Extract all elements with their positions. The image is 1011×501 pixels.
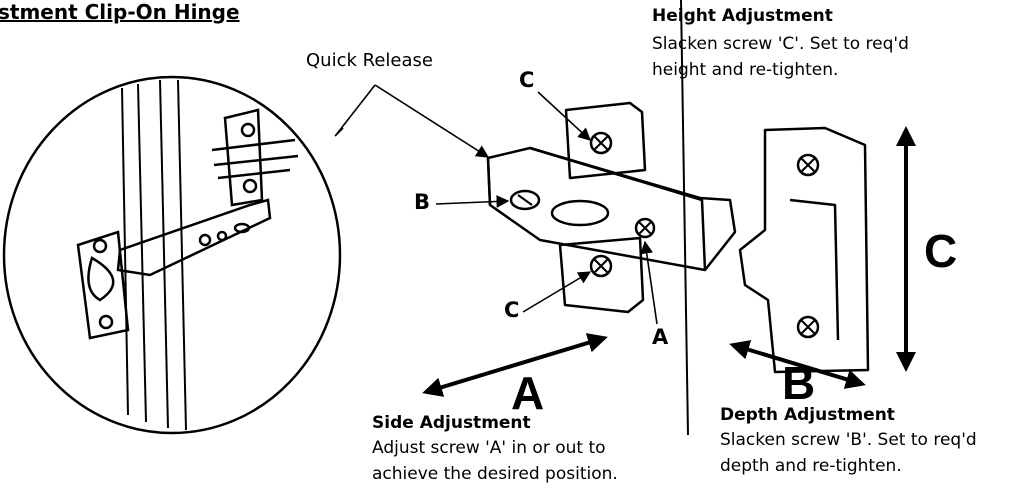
big-letter-b: B bbox=[782, 357, 816, 409]
c-top-leader bbox=[537, 91, 591, 141]
depth-adjustment-heading: Depth Adjustment bbox=[720, 405, 895, 425]
cabinet-edge-line bbox=[680, 0, 689, 436]
depth-adjustment-line1: Slacken screw 'B'. Set to req'd bbox=[720, 430, 977, 450]
b-left-leader bbox=[435, 195, 510, 208]
big-letter-a: A bbox=[511, 367, 545, 419]
callout-c-bottom: C bbox=[504, 298, 520, 322]
callout-b-left: B bbox=[414, 190, 431, 214]
height-adjustment-heading: Height Adjustment bbox=[652, 6, 833, 26]
main-hinge bbox=[486, 101, 870, 374]
quick-release-label: Quick Release bbox=[306, 50, 433, 71]
screw-crosses bbox=[517, 135, 816, 335]
a-screw-leader bbox=[640, 240, 658, 325]
callout-c-top: C bbox=[519, 68, 535, 92]
circle-connector-top bbox=[335, 84, 376, 136]
side-adjustment-heading: Side Adjustment bbox=[372, 413, 531, 433]
magnified-detail bbox=[2, 75, 342, 435]
height-adjustment-line1: Slacken screw 'C'. Set to req'd bbox=[652, 34, 909, 54]
big-letter-c: C bbox=[924, 225, 958, 277]
depth-adjustment-line2: depth and re-tighten. bbox=[720, 456, 902, 476]
depth-adjust-arrow bbox=[729, 340, 866, 389]
side-adjust-arrow bbox=[422, 333, 608, 397]
callout-a-screw: A bbox=[652, 325, 669, 349]
height-adjustment-line2: height and re-tighten. bbox=[652, 60, 839, 80]
c-bottom-leader bbox=[522, 271, 592, 313]
quick-release-leader-1 bbox=[374, 84, 490, 158]
page-title: stment Clip-On Hinge bbox=[0, 0, 240, 24]
side-adjustment-line2: achieve the desired position. bbox=[372, 464, 618, 484]
side-adjustment-line1: Adjust screw 'A' in or out to bbox=[372, 438, 606, 458]
quick-release-leader-2 bbox=[334, 127, 344, 137]
